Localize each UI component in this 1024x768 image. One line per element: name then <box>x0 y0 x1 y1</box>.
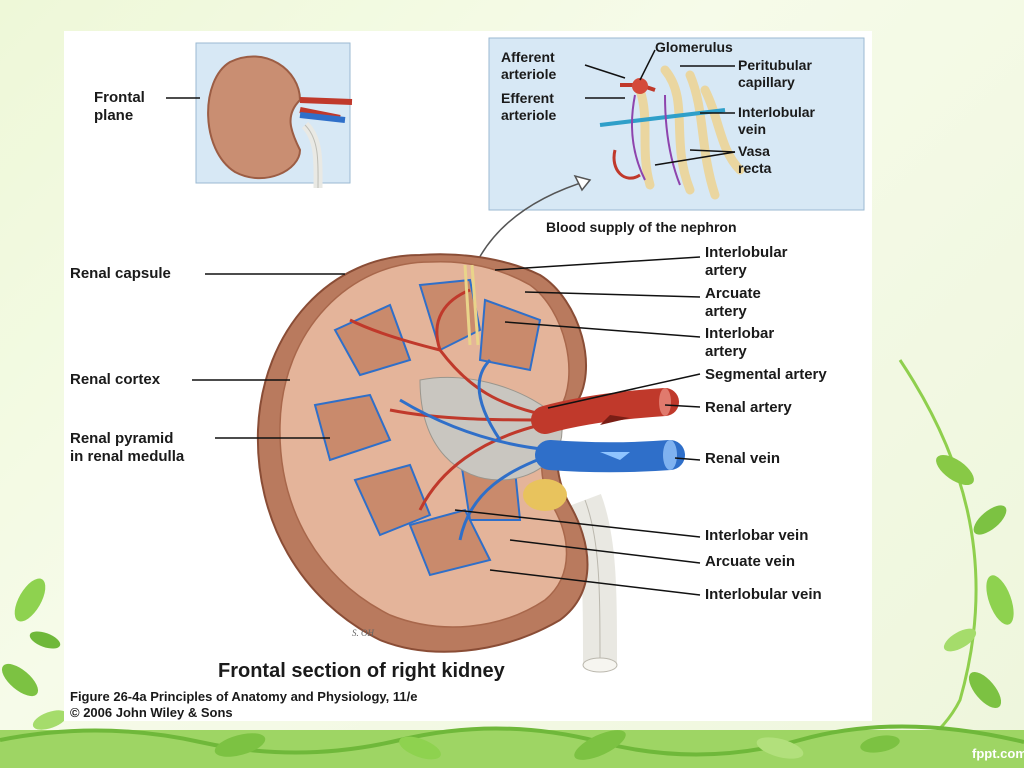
label-renal-capsule: Renal capsule <box>70 265 171 282</box>
label-arcuate-vein: Arcuate vein <box>705 553 796 570</box>
right-leader-lines <box>454 256 701 596</box>
label-blood-supply-nephron: Blood supply of the nephron <box>546 219 737 235</box>
label-interlobular-vein-inset: Interlobular vein <box>738 104 815 138</box>
label-interlobular-artery-line2: artery <box>705 262 747 279</box>
label-interlobar-artery: Interlobar artery <box>705 325 774 361</box>
arterial-tree <box>349 288 546 511</box>
label-arcuate-artery-line1: Arcuate <box>705 285 761 302</box>
figure-caption: Figure 26-4a Principles of Anatomy and P… <box>70 689 418 721</box>
label-interlobular-vein-inset-line1: Interlobular <box>738 104 816 120</box>
label-afferent-line1: Afferent <box>501 49 555 65</box>
left-leader-lines <box>166 97 345 439</box>
label-efferent-line1: Efferent <box>501 90 554 106</box>
inset-kidney-diagram <box>195 42 353 189</box>
label-peritubular-capillary: Peritubular capillary <box>738 57 812 91</box>
label-interlobular-artery: Interlobular artery <box>705 244 788 280</box>
label-frontal-plane-line1: Frontal <box>94 89 145 106</box>
label-renal-pyramid: Renal pyramid in renal medulla <box>70 430 184 466</box>
main-kidney <box>256 253 685 653</box>
renal-vein-vessel <box>535 440 685 473</box>
label-interlobar-vein: Interlobar vein <box>705 527 809 544</box>
label-interlobular-vein: Interlobular vein <box>705 586 822 603</box>
label-renal-pyramid-line2: in renal medulla <box>70 448 185 465</box>
label-vasa-line1: Vasa <box>738 143 770 159</box>
label-segmental-artery: Segmental artery <box>705 366 827 383</box>
label-arcuate-artery: Arcuate artery <box>705 285 761 321</box>
label-renal-pyramid-line1: Renal pyramid <box>70 430 174 447</box>
label-interlobular-vein-inset-line2: vein <box>738 121 767 137</box>
label-frontal-plane-line2: plane <box>94 107 134 124</box>
renal-fat <box>523 479 567 511</box>
label-afferent-arteriole: Afferent arteriole <box>501 49 556 83</box>
zoom-arrow <box>477 179 591 261</box>
label-renal-vein: Renal vein <box>705 450 781 467</box>
label-interlobar-artery-line2: artery <box>705 343 747 360</box>
nephron-leader-lines <box>584 49 736 166</box>
label-peritubular-line2: capillary <box>738 74 795 90</box>
artist-signature: S. OH <box>352 628 374 638</box>
renal-artery-vessel <box>531 388 679 434</box>
label-interlobar-artery-line1: Interlobar <box>705 325 775 342</box>
bottom-leaf-bar <box>0 724 1024 768</box>
label-vasa-recta: Vasa recta <box>738 143 771 177</box>
figure-caption-line2: © 2006 John Wiley & Sons <box>70 705 233 720</box>
label-renal-cortex: Renal cortex <box>70 371 161 388</box>
label-efferent-line2: arteriole <box>501 107 557 123</box>
label-efferent-arteriole: Efferent arteriole <box>501 90 556 124</box>
label-frontal-plane: Frontal plane <box>94 89 145 125</box>
label-peritubular-line1: Peritubular <box>738 57 812 73</box>
label-renal-artery: Renal artery <box>705 399 792 416</box>
figure-caption-line1: Figure 26-4a Principles of Anatomy and P… <box>70 689 418 704</box>
label-glomerulus: Glomerulus <box>655 39 733 55</box>
nephron-tubules <box>635 65 745 200</box>
label-afferent-line2: arteriole <box>501 66 557 82</box>
label-interlobular-artery-line1: Interlobular <box>705 244 788 261</box>
figure-title: Frontal section of right kidney <box>218 660 505 682</box>
label-arcuate-artery-line2: artery <box>705 303 747 320</box>
nephron-inset-diagram <box>488 37 865 211</box>
brand-watermark: fppt.com <box>972 746 1024 761</box>
label-vasa-line2: recta <box>738 160 772 176</box>
